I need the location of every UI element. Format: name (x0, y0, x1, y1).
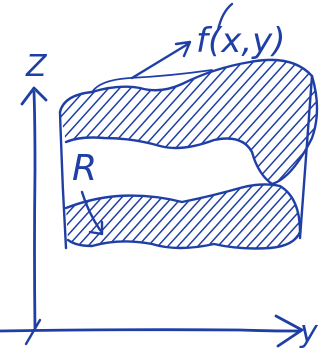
z-axis-label: Z (25, 49, 48, 84)
region-label: R (72, 148, 97, 189)
function-pointer-arrow (130, 40, 192, 80)
region-pointer-arrow (80, 190, 104, 236)
region-outline (64, 183, 302, 250)
z-axis-line (32, 90, 37, 332)
region-r (64, 183, 302, 250)
y-axis-label: y (299, 315, 319, 350)
function-label: f(x,y) (196, 21, 286, 61)
z-axis (20, 86, 48, 332)
x-axis-stub (24, 318, 42, 346)
surface-hatching (60, 59, 317, 184)
y-axis-arrowhead (274, 314, 304, 348)
region-hatching (66, 184, 300, 249)
function-label-scribble (216, 2, 234, 32)
surface-outline (58, 58, 319, 186)
surface-f (58, 58, 319, 186)
surface-back-edge (91, 69, 213, 93)
cylinder-left-wall (58, 110, 68, 250)
y-axis (0, 314, 304, 348)
y-axis-line (0, 328, 302, 333)
z-axis-arrowhead (20, 86, 48, 106)
